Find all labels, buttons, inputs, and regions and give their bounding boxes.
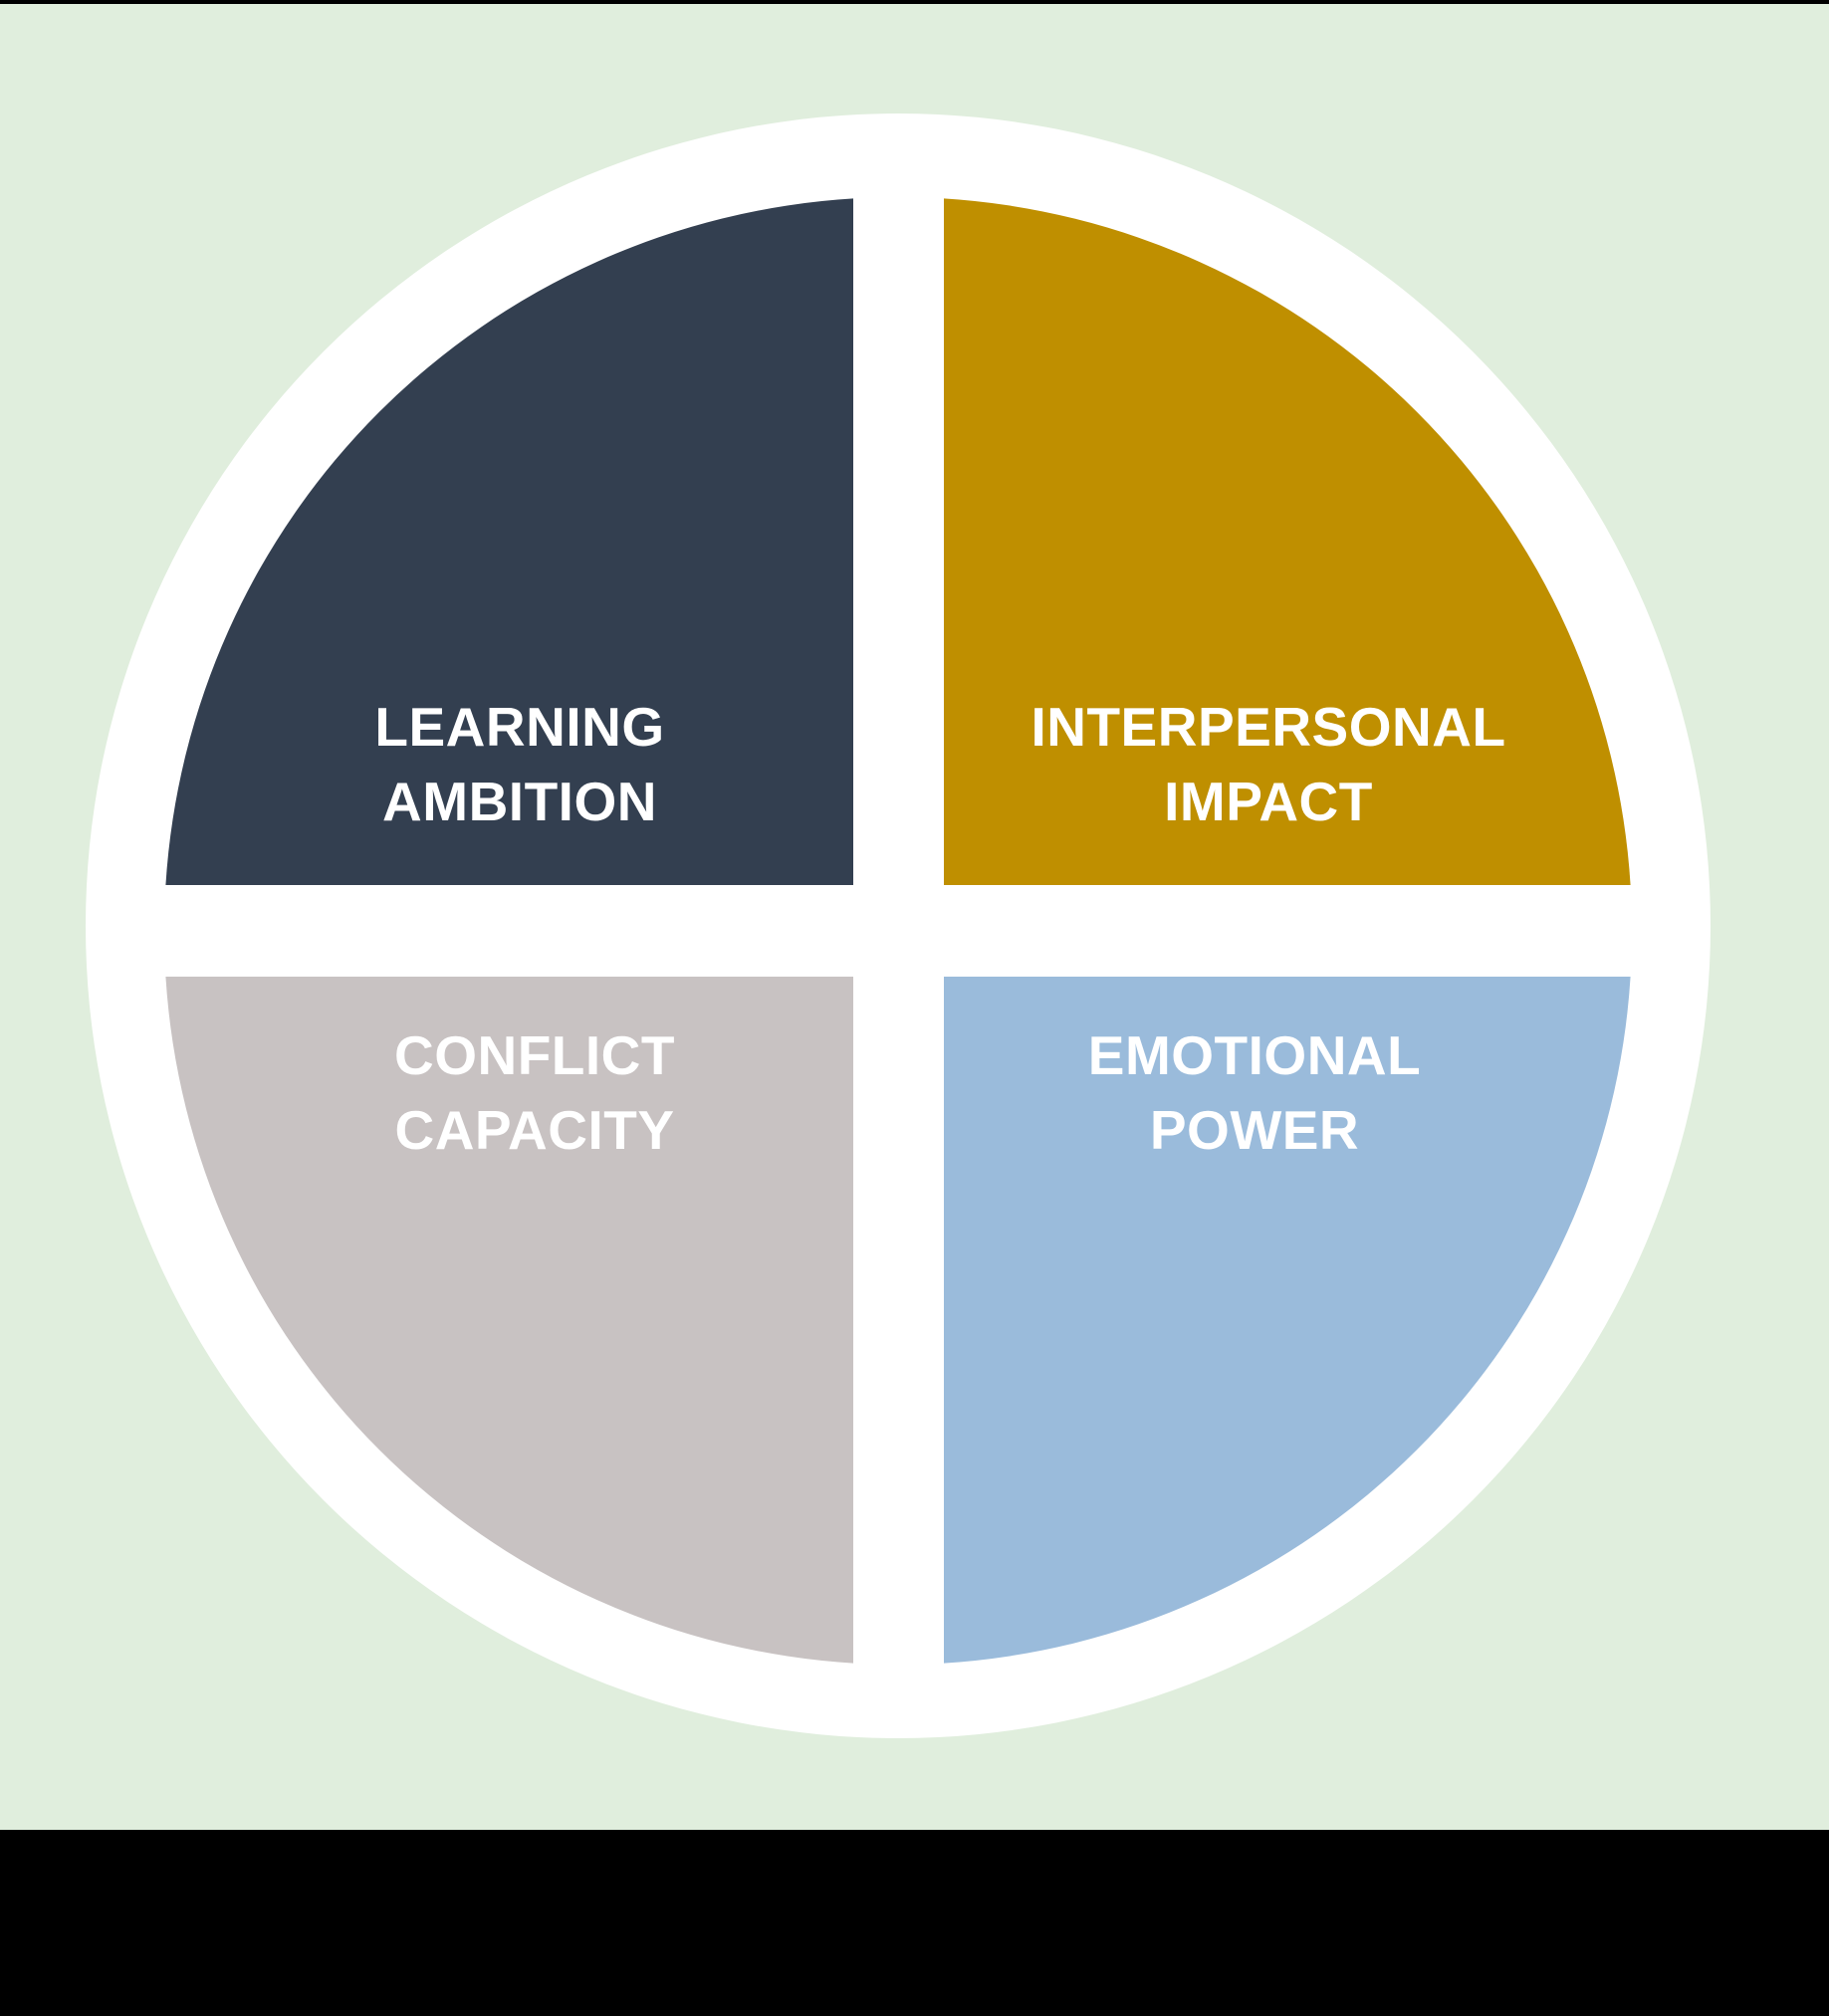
quadrant-learning-ambition-shape (165, 198, 853, 885)
quadrant-label-interpersonal-impact: INTERPERSONAL IMPACT (1030, 696, 1506, 832)
white-ring-circle (86, 113, 1711, 1738)
quadrant-label-conflict-capacity: CONFLICT CAPACITY (393, 1024, 676, 1161)
quadrant-label-learning-ambition: LEARNING AMBITION (374, 696, 665, 832)
quadrant-conflict-capacity-shape (165, 977, 853, 1664)
top-black-strip (0, 0, 1829, 4)
quadrant-interpersonal-impact-shape (944, 198, 1631, 885)
quadrant-label-emotional-power: EMOTIONAL POWER (1087, 1024, 1422, 1161)
bottom-black-bar (0, 1830, 1829, 2016)
quadrant-emotional-power-shape (944, 977, 1631, 1664)
